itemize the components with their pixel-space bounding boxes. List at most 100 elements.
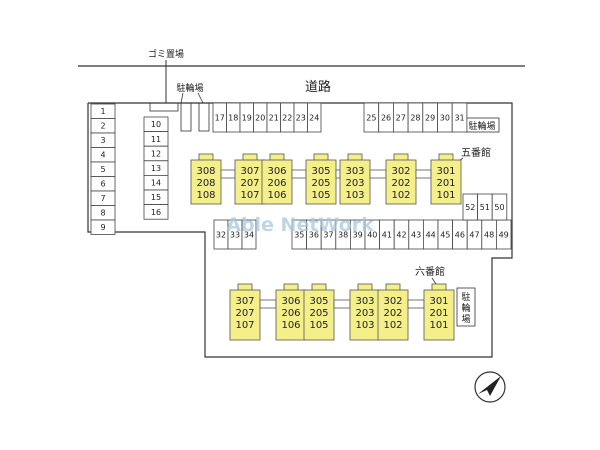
building5-connector [369,169,387,179]
building5-unit-103: 103 [345,190,364,201]
parking-space-21-label: 21 [269,113,279,122]
bicycle-parking-label-right: 駐輪場 [468,120,495,132]
parking-space-2-label: 2 [100,122,105,131]
building5-unit-block [234,159,266,205]
parking-space-6-label: 6 [100,180,105,189]
parking-space-24-label: 24 [309,113,319,122]
parking-space-24 [307,102,322,133]
building6-connector [407,299,425,309]
building5-unit-307: 307 [240,166,259,177]
garbage-box [149,102,179,112]
building6-unit-305: 305 [309,296,328,307]
parking-space-34 [241,219,257,250]
parking-space-35-label: 35 [294,230,304,239]
parking-space-51-label: 51 [480,203,490,212]
building6-unit-107: 107 [235,320,254,331]
building6-unit-207: 207 [235,308,254,319]
bicycle-parking-label-top: 駐輪場 [176,82,203,94]
building6-unit-block [423,289,455,341]
parking-space-18-label: 18 [228,113,238,122]
parking-space-49-label: 49 [499,230,509,239]
parking-space-26-label: 26 [381,113,391,122]
parking-space-34-label: 34 [244,230,254,239]
parking-space-31-label: 31 [454,113,464,122]
parking-space-19-label: 19 [242,113,252,122]
parking-space-28-label: 28 [410,113,420,122]
building6-unit-block [303,289,335,341]
building5-unit-206: 206 [267,178,286,189]
building5-unit-306: 306 [267,166,286,177]
parking-space-38-label: 38 [338,230,348,239]
building5-unit-208: 208 [196,178,215,189]
building6-unit-201: 201 [429,308,448,319]
parking-space-41-label: 41 [382,230,392,239]
parking-space-33-label: 33 [230,230,240,239]
parking-space-32-label: 32 [216,230,226,239]
building5-unit-308: 308 [196,166,215,177]
parking-space-50-label: 50 [494,203,504,212]
building5-unit-108: 108 [196,190,215,201]
parking-space-5-label: 5 [100,165,105,174]
parking-space-16-label: 16 [151,208,161,217]
parking-space-37-label: 37 [323,230,333,239]
building5-unit-block [339,159,371,205]
road-label: 道路 [305,79,331,95]
watermark: Able NetWork [226,214,374,236]
bicycle-leader-1 [180,92,184,104]
bicycle-lower-char-2: 輪 [461,302,470,314]
parking-space-9-label: 9 [100,223,105,232]
garbage-area-label: ゴミ置場 [148,48,184,60]
north-arrow-icon [474,371,506,403]
parking-space-36-label: 36 [309,230,319,239]
parking-space-40-label: 40 [367,230,377,239]
building5-unit-203: 203 [345,178,364,189]
building6-unit-block [349,289,381,341]
building5-unit-block [305,159,337,205]
parking-space-46-label: 46 [455,230,465,239]
parking-space-3-label: 3 [100,136,105,145]
building6-unit-302: 302 [383,296,402,307]
parking-space-27-label: 27 [396,113,406,122]
parking-space-20-label: 20 [255,113,265,122]
building6-unit-301: 301 [429,296,448,307]
parking-space-12-label: 12 [151,149,161,158]
building5-connector [335,169,341,179]
parking-space-4-label: 4 [100,151,105,160]
parking-space-22-label: 22 [282,113,292,122]
building5-label: 五番館 [461,146,491,159]
parking-space-25-label: 25 [366,113,376,122]
parking-space-39-label: 39 [353,230,363,239]
building6-unit-206: 206 [281,308,300,319]
building5-unit-207: 207 [240,178,259,189]
building6-unit-103: 103 [355,320,374,331]
building6-unit-307: 307 [235,296,254,307]
building6-label: 六番館 [415,265,445,278]
parking-space-43-label: 43 [411,230,421,239]
building5-connector [291,169,307,179]
parking-space-1-label: 1 [100,107,105,116]
parking-space-7-label: 7 [100,194,105,203]
building5-unit-201: 201 [436,178,455,189]
building6-unit-205: 205 [309,308,328,319]
building5-unit-303: 303 [345,166,364,177]
parking-space-30-label: 30 [440,113,450,122]
bicycle-box-1 [180,102,192,132]
parking-space-17-label: 17 [215,113,225,122]
building5-unit-107: 107 [240,190,259,201]
building5-unit-106: 106 [267,190,286,201]
bicycle-box-2 [198,102,210,132]
parking-space-16 [143,204,169,220]
building5-unit-105: 105 [311,190,330,201]
parking-space-11-label: 11 [151,135,161,144]
parking-space-23-label: 23 [296,113,306,122]
parking-space-8-label: 8 [100,209,105,218]
building5-unit-102: 102 [391,190,410,201]
parking-space-50 [491,193,508,221]
parking-space-47-label: 47 [469,230,479,239]
bicycle-leader-2 [197,92,204,104]
building6-unit-106: 106 [281,320,300,331]
parking-space-9 [90,219,116,235]
parking-space-29-label: 29 [425,113,435,122]
parking-space-31 [451,102,468,133]
